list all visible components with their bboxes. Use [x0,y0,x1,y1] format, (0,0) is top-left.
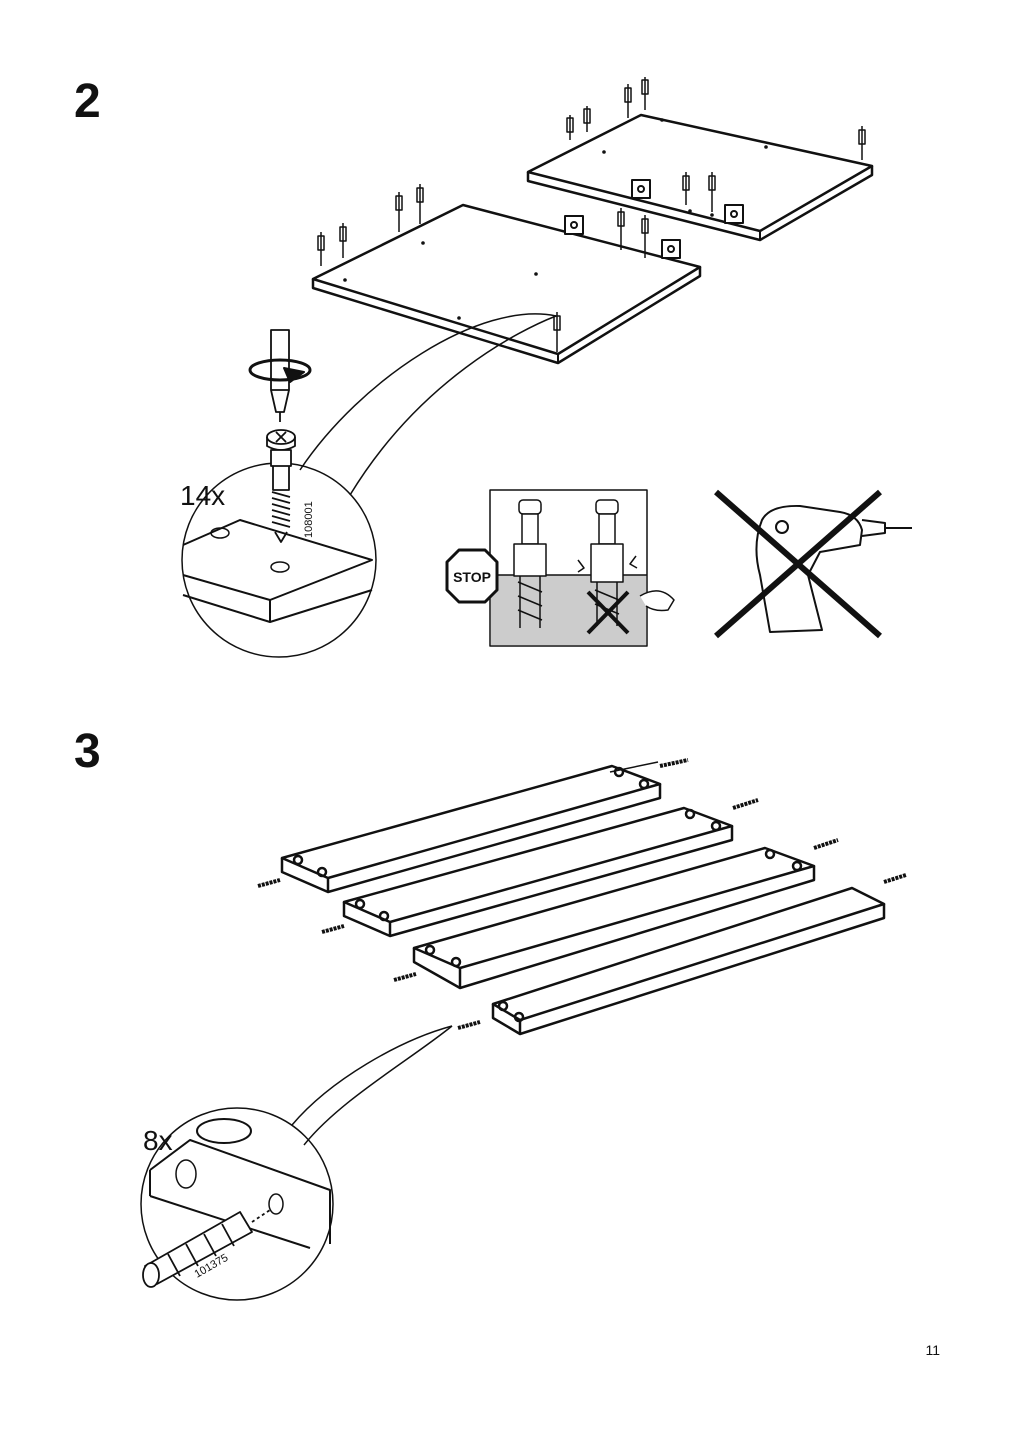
panel-back [526,77,874,242]
cam-lock-screw-icon [266,429,296,543]
part-quantity: 14x [180,480,226,511]
wooden-dowel-icon [142,1209,271,1288]
step-number: 2 [74,75,101,128]
warning-panel [489,489,675,647]
screwdriver-icon [270,329,290,422]
step-number: 3 [74,725,101,778]
board-3 [393,838,839,990]
stop-label: STOP [453,569,491,585]
stop-sign-icon: STOP [445,548,499,604]
panel-front [311,184,702,365]
dowel-detail-callout [140,1025,453,1301]
board-1 [257,758,689,894]
board-4 [457,873,907,1036]
rotate-arrow-icon [248,358,312,383]
part-id-label: 108001 [303,501,315,538]
board-2 [321,798,759,938]
no-power-drill-icon [714,489,912,639]
page-number: 11 [925,1342,940,1358]
